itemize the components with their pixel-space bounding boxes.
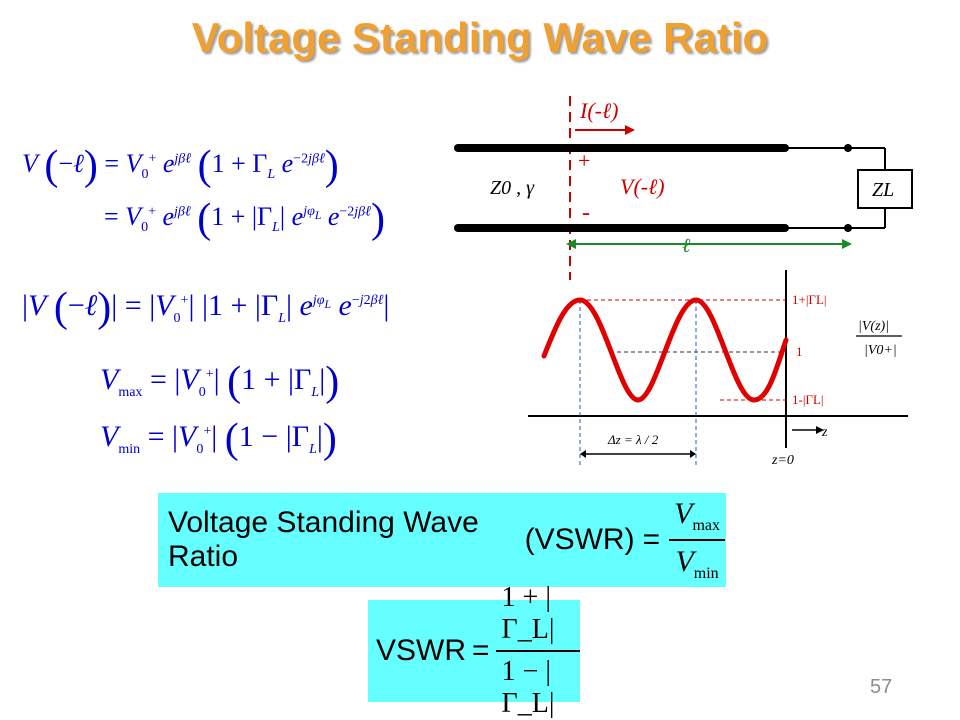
slide-title: Voltage Standing Wave Ratio [191,14,769,61]
gamma-fraction: 1 + |Γ_L| 1 − |Γ_L| [495,582,580,720]
length-label: ℓ [682,235,691,257]
z-axis-label: z [821,425,828,440]
voltage-equation-line-1: V (−ℓ) = V0+ ejβℓ (1 + ΓL e−2jβℓ) [22,143,339,189]
page-number: 57 [870,676,893,698]
origin-label: z=0 [771,453,794,468]
vswr-definition-box: Voltage Standing Wave Ratio (VSWR) = Vma… [158,493,726,587]
vswr-gamma-box: VSWR = 1 + |Γ_L| 1 − |Γ_L| [368,582,580,719]
vmax-equation: Vmax = |V0+| (1 + |ΓL|) [100,359,340,405]
vswr-abbr: VSWR [534,523,625,556]
load-label: ZL [872,179,894,201]
ratio-denominator: |V0+| [864,343,897,358]
ratio-numerator: |V(z)| [858,319,889,334]
line-parameters: Z0 , γ [490,177,535,199]
vmin-equation: Vmin = |V0+| (1 − |ΓL|) [100,416,337,462]
spacing-label: Δz = λ / 2 [607,432,659,447]
abs-voltage-equation: |V (−ℓ)| = |V0+| |1 + |ΓL| ejφL e−j2βℓ| [22,285,390,331]
load-impedance-box [857,169,913,209]
max-label: 1+|ΓL| [792,292,827,307]
transmission-line-diagram: I(-ℓ) ZL + - V(-ℓ) Z0 , γ ℓ z z=0 1+|ΓL|… [454,96,913,468]
current-label: I(-ℓ) [579,98,618,123]
minus-sign: - [582,200,590,226]
vswr-gamma-lhs: VSWR [376,634,466,667]
vswr-definition-lhs: Voltage Standing Wave Ratio [168,506,479,573]
voltage-equation-line-2: = V0+ ejβℓ (1 + |ΓL| ejφL e−2jβℓ) [104,196,385,242]
plus-sign: + [578,148,590,173]
mid-label: 1 [796,344,803,359]
vmax-over-vmin: Vmax Vmin [668,497,726,583]
min-label: 1-|ΓL| [792,392,824,407]
standing-wave-curve [541,297,789,403]
voltage-label: V(-ℓ) [620,174,665,199]
